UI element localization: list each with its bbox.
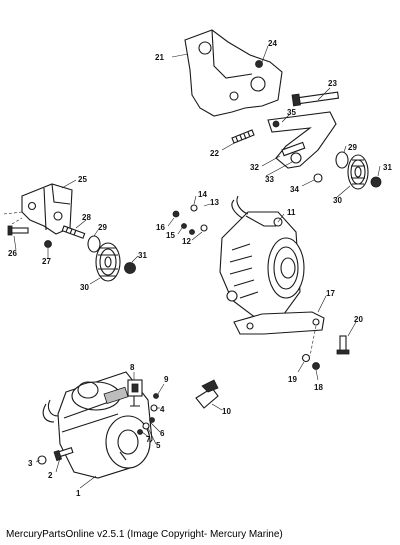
callout-32: 32 bbox=[250, 163, 259, 172]
callout-35: 35 bbox=[287, 108, 296, 117]
callout-10: 10 bbox=[222, 407, 231, 416]
callout-1: 1 bbox=[76, 489, 81, 498]
callout-5: 5 bbox=[156, 441, 161, 450]
callout-31-right: 31 bbox=[383, 163, 392, 172]
callout-7: 7 bbox=[146, 435, 151, 444]
terminal-nuts bbox=[137, 393, 159, 435]
callout-30-right: 30 bbox=[333, 196, 342, 205]
callout-24: 24 bbox=[268, 39, 277, 48]
long-bolt bbox=[291, 91, 340, 107]
adjusting-bracket bbox=[267, 111, 337, 169]
alternator bbox=[219, 195, 305, 319]
callout-26: 26 bbox=[8, 249, 17, 258]
mounting-bolts bbox=[37, 446, 74, 465]
threaded-stud bbox=[231, 129, 255, 144]
terminal-boot bbox=[195, 379, 219, 409]
callout-19: 19 bbox=[288, 375, 297, 384]
left-mounting-bracket bbox=[21, 183, 73, 235]
callout-12: 12 bbox=[182, 237, 191, 246]
callout-29-left: 29 bbox=[98, 223, 107, 232]
callout-20: 20 bbox=[354, 315, 363, 324]
callout-16: 16 bbox=[156, 223, 165, 232]
callout-labels: 21 24 23 35 22 32 33 34 29 31 30 25 26 2… bbox=[8, 39, 392, 498]
callout-3: 3 bbox=[28, 459, 33, 468]
callout-13: 13 bbox=[210, 198, 219, 207]
callout-29-right: 29 bbox=[348, 143, 357, 152]
bracket-bolt bbox=[7, 225, 29, 236]
callout-33: 33 bbox=[265, 175, 274, 184]
callout-28: 28 bbox=[82, 213, 91, 222]
callout-9: 9 bbox=[164, 375, 169, 384]
callout-27: 27 bbox=[42, 257, 51, 266]
lock-washer bbox=[44, 240, 52, 248]
starter-motor bbox=[42, 371, 153, 479]
flat-washer bbox=[301, 353, 311, 363]
pulley-stud bbox=[61, 225, 86, 239]
callout-8: 8 bbox=[130, 363, 135, 372]
callout-4: 4 bbox=[160, 405, 165, 414]
alternator-pulley-right bbox=[335, 151, 382, 190]
callout-31-left: 31 bbox=[138, 251, 147, 260]
callout-23: 23 bbox=[328, 79, 337, 88]
brace-bolt bbox=[336, 335, 350, 355]
upper-mounting-bracket bbox=[184, 29, 283, 117]
terminal-hardware bbox=[172, 204, 208, 235]
callout-17: 17 bbox=[326, 289, 335, 298]
image-caption: MercuryPartsOnline v2.5.1 (Image Copyrig… bbox=[6, 529, 283, 540]
callout-25: 25 bbox=[78, 175, 87, 184]
callout-11: 11 bbox=[287, 208, 296, 217]
callout-2: 2 bbox=[48, 471, 53, 480]
callout-6: 6 bbox=[160, 429, 165, 438]
callout-34: 34 bbox=[290, 185, 299, 194]
callout-30-left: 30 bbox=[80, 283, 89, 292]
brace-nut bbox=[312, 362, 320, 370]
hex-nut bbox=[313, 173, 323, 183]
callout-14: 14 bbox=[198, 190, 207, 199]
callout-22: 22 bbox=[210, 149, 219, 158]
callout-18: 18 bbox=[314, 383, 323, 392]
exploded-parts-diagram: 21 24 23 35 22 32 33 34 29 31 30 25 26 2… bbox=[3, 29, 392, 498]
alternator-pulley-left bbox=[87, 235, 136, 282]
callout-15: 15 bbox=[166, 231, 175, 240]
leader-lines bbox=[13, 45, 381, 489]
callout-21: 21 bbox=[155, 53, 164, 62]
solenoid-connector bbox=[127, 379, 143, 407]
alternator-brace bbox=[233, 311, 325, 357]
